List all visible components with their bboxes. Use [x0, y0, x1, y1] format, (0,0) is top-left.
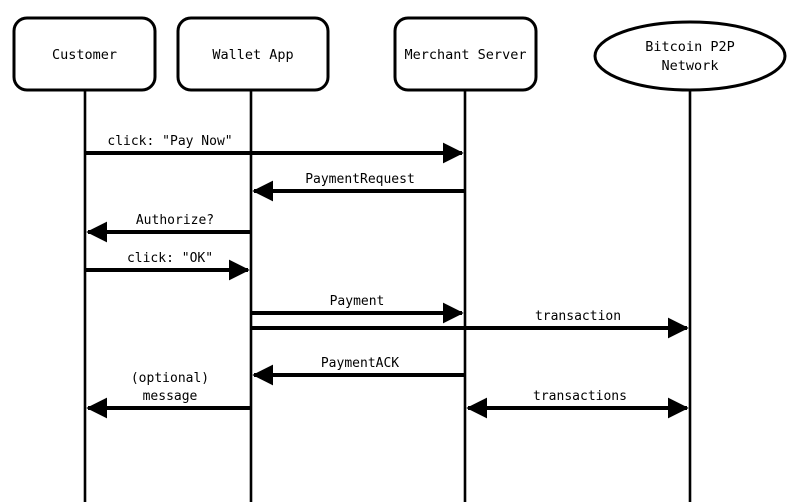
- message-authorize[interactable]: Authorize?: [86, 213, 251, 243]
- message-optional-message[interactable]: (optional) message: [86, 371, 251, 419]
- participant-wallet[interactable]: Wallet App: [176, 16, 330, 92]
- participant-wallet-label: Wallet App: [212, 47, 293, 63]
- message-label-optional-message-line1: (optional): [131, 371, 209, 386]
- message-click-ok[interactable]: click: "OK": [85, 251, 250, 281]
- participant-network-label-line1: Bitcoin P2P: [645, 39, 734, 55]
- participant-network[interactable]: Bitcoin P2P Network: [593, 20, 787, 92]
- message-transactions[interactable]: transactions: [466, 389, 689, 419]
- participant-merchant-label: Merchant Server: [405, 47, 527, 63]
- message-label-transaction: transaction: [535, 309, 621, 324]
- participant-merchant-box[interactable]: [393, 16, 538, 92]
- lifelines-group: [83, 90, 692, 502]
- participant-network-label-line2: Network: [662, 58, 719, 74]
- message-label-payment-ack: PaymentACK: [321, 356, 399, 371]
- message-payment-request[interactable]: PaymentRequest: [252, 172, 465, 202]
- message-payment-ack[interactable]: PaymentACK: [252, 356, 465, 386]
- message-payment[interactable]: Payment: [251, 294, 464, 324]
- message-label-click-pay-now: click: "Pay Now": [107, 134, 232, 149]
- message-label-payment: Payment: [330, 294, 385, 309]
- participant-customer-box[interactable]: [12, 16, 157, 92]
- participant-network-ellipse[interactable]: [593, 20, 787, 92]
- participant-customer-label: Customer: [52, 47, 117, 63]
- message-click-pay-now[interactable]: click: "Pay Now": [85, 134, 464, 164]
- message-transaction[interactable]: transaction: [251, 309, 689, 339]
- message-label-optional-message-line2: message: [143, 389, 198, 404]
- message-label-payment-request: PaymentRequest: [305, 172, 415, 187]
- message-label-transactions: transactions: [533, 389, 627, 404]
- participant-customer[interactable]: Customer: [12, 16, 157, 92]
- message-label-authorize: Authorize?: [136, 213, 214, 228]
- message-label-click-ok: click: "OK": [127, 251, 213, 266]
- participant-merchant[interactable]: Merchant Server: [393, 16, 538, 92]
- participant-wallet-box[interactable]: [176, 16, 330, 92]
